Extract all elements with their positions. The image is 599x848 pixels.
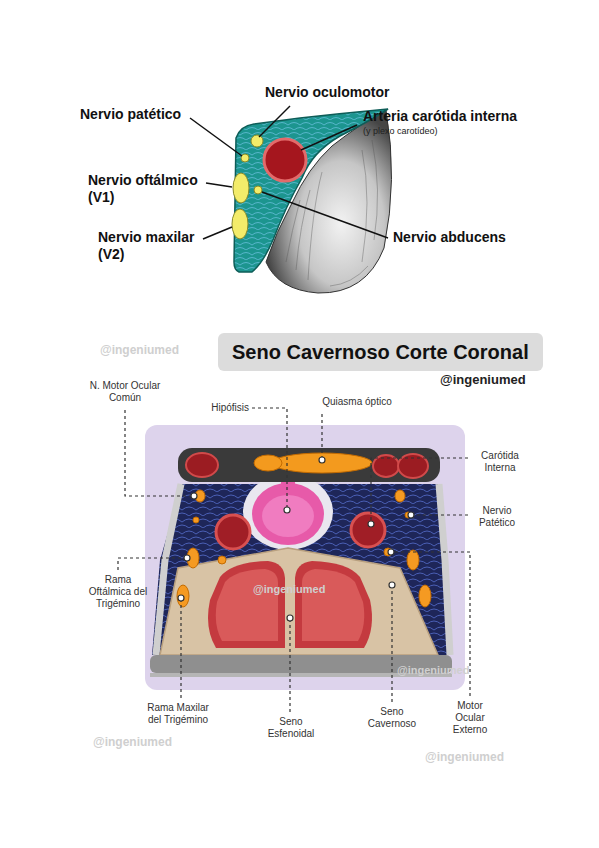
dashed-leader	[391, 552, 470, 696]
structure-label: Arteria carótida interna	[363, 108, 517, 125]
leader-dot	[178, 457, 414, 621]
leader-line	[262, 192, 388, 238]
bone-hatching	[296, 190, 310, 270]
watermark: @ingeniumed	[93, 735, 172, 749]
structure-label: Seno Cavernoso	[364, 706, 420, 730]
lateral-wall	[439, 484, 450, 655]
structure-label: N. Motor Ocular Común	[88, 380, 162, 404]
sphenoid-sinus	[295, 561, 372, 648]
trochlear-nerve	[241, 154, 249, 162]
bone-hatching	[330, 266, 368, 286]
carotid-artery	[186, 453, 218, 477]
cavernous-sinus	[152, 484, 448, 655]
coronal-section	[150, 448, 452, 677]
bone-hatching	[372, 140, 378, 240]
oculomotor-nerve	[251, 135, 263, 147]
structure-label: Nervio patético	[80, 106, 181, 123]
sphenoid-sinus	[208, 561, 372, 648]
sphenoid-sinus	[295, 561, 372, 648]
cranial-nerve	[177, 490, 431, 607]
leader-dot	[389, 582, 395, 588]
structure-label: Nervio Patético	[472, 505, 522, 529]
sphenoid-sinus	[302, 569, 364, 641]
watermark: @ingeniumed	[100, 343, 179, 357]
leader-dot	[408, 512, 414, 518]
leader-dot	[368, 521, 374, 527]
structure-label: Nervio abducens	[393, 229, 506, 246]
structure-label: Carótida Interna	[472, 450, 528, 474]
leader-line	[301, 125, 357, 150]
leader-line	[190, 118, 242, 156]
leader-line	[259, 106, 290, 137]
carotid-artery	[216, 515, 250, 549]
pituitary	[262, 495, 314, 537]
leader-dot	[284, 507, 290, 513]
leader-line	[206, 183, 232, 187]
structure-label: Rama Oftálmica del Trigémino	[84, 574, 152, 610]
dashed-leader	[180, 598, 181, 698]
watermark: @ingeniumed	[397, 664, 469, 677]
maxillary-nerve	[232, 209, 248, 239]
leader-dot	[388, 549, 394, 555]
ophthalmic-nerve	[233, 173, 249, 203]
watermark: @ingeniumed	[440, 372, 526, 388]
structure-label: Motor Ocular Externo	[448, 700, 492, 736]
dashed-leader	[411, 514, 468, 515]
title-banner: Seno Cavernoso Corte Coronal	[218, 333, 543, 371]
cranial-nerve	[218, 556, 226, 564]
dashed-leader	[118, 408, 470, 712]
pituitary	[252, 483, 324, 545]
cavernous-sinus-sketch	[232, 109, 392, 293]
dashed-leader	[289, 618, 290, 712]
dashed-leader	[252, 408, 287, 510]
dashed-leader	[391, 585, 392, 702]
leader-dot	[184, 555, 190, 561]
structure-label: Hipófisis	[211, 402, 249, 414]
carotid-artery	[264, 139, 306, 181]
title-text: Seno Cavernoso Corte Coronal	[232, 341, 529, 363]
cranial-nerve	[419, 585, 431, 607]
cranial-nerve	[193, 517, 199, 523]
watermark: @ingeniumed	[253, 583, 325, 596]
sphenoid-sinus	[216, 569, 278, 641]
structure-label: Rama Maxilar del Trigémino	[142, 702, 214, 726]
leader-dot	[178, 595, 184, 601]
leader-dot	[319, 457, 325, 463]
dashed-leader	[118, 558, 187, 570]
structure-label: Seno Esfenoidal	[263, 716, 319, 740]
cranial-nerve	[177, 585, 189, 607]
optic-band	[178, 448, 440, 482]
dashed-leader	[125, 410, 194, 496]
dashed-leader	[321, 414, 322, 460]
pituitary-fossa	[243, 474, 333, 550]
bone-hatching	[362, 150, 367, 262]
structure-label: Nervio maxilar (V2)	[98, 229, 206, 263]
cranial-nerve	[395, 490, 405, 502]
dashed-leader	[371, 458, 468, 524]
structure-label: Nervio oftálmico (V1)	[88, 172, 210, 206]
leader-line	[203, 227, 232, 239]
sub-label: (y plexo carotídeo)	[363, 126, 438, 137]
structure-label: Quiasma óptico	[312, 396, 402, 408]
section-panel	[145, 425, 465, 690]
sphenoid-sinus	[208, 561, 285, 648]
watermark: @ingeniumed	[425, 750, 504, 764]
abducens-nerve	[254, 186, 262, 194]
bone-hatching	[308, 172, 322, 280]
structure-label: Nervio oculomotor	[265, 84, 389, 101]
leader-line	[190, 106, 388, 239]
optic-nerve	[254, 455, 282, 471]
leader-dot	[287, 615, 293, 621]
sphenoid-bone	[160, 548, 438, 655]
leader-dot	[191, 493, 197, 499]
carotid-artery	[351, 513, 385, 547]
cranial-nerve	[407, 550, 419, 570]
